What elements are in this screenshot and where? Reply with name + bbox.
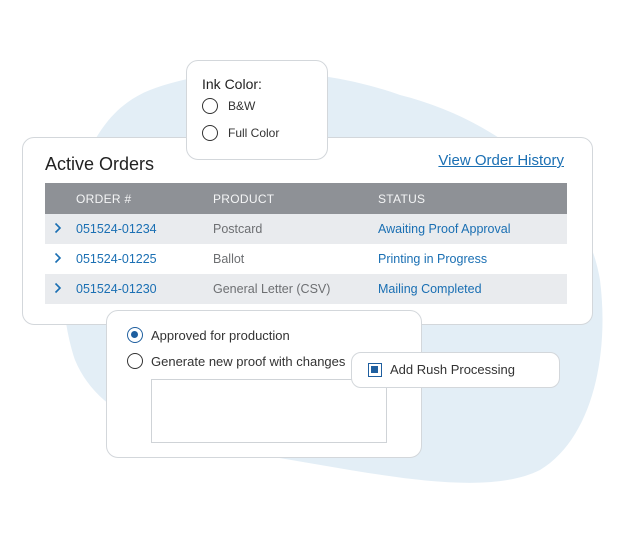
ink-color-title: Ink Color: bbox=[202, 76, 262, 92]
rush-processing-option[interactable]: Add Rush Processing bbox=[368, 362, 515, 377]
status-link[interactable]: Printing in Progress bbox=[378, 252, 488, 266]
table-row[interactable]: 051524-01225 Ballot Printing in Progress bbox=[45, 244, 567, 274]
ink-bw-option[interactable]: B&W bbox=[202, 98, 255, 114]
ink-full-color-option[interactable]: Full Color bbox=[202, 125, 279, 141]
table-header: ORDER # PRODUCT STATUS bbox=[45, 183, 567, 214]
ink-full-color-radio[interactable] bbox=[202, 125, 218, 141]
rush-processing-label: Add Rush Processing bbox=[390, 362, 516, 377]
new-proof-label: Generate new proof with changes bbox=[151, 353, 346, 369]
chevron-right-icon[interactable] bbox=[54, 251, 62, 267]
status-link[interactable]: Awaiting Proof Approval bbox=[378, 222, 511, 236]
ink-full-color-label: Full Color bbox=[228, 126, 280, 140]
orders-table: ORDER # PRODUCT STATUS 051524-01234 Post… bbox=[45, 183, 567, 304]
column-header-order[interactable]: ORDER # bbox=[76, 191, 132, 206]
order-number-link[interactable]: 051524-01230 bbox=[76, 282, 157, 296]
changes-textarea[interactable] bbox=[151, 379, 387, 443]
chevron-right-icon[interactable] bbox=[54, 221, 62, 237]
view-order-history-link[interactable]: View Order History bbox=[438, 152, 564, 169]
order-number-link[interactable]: 051524-01225 bbox=[76, 252, 157, 266]
approved-radio[interactable] bbox=[127, 327, 143, 343]
status-link[interactable]: Mailing Completed bbox=[378, 282, 482, 296]
column-header-product[interactable]: PRODUCT bbox=[213, 191, 275, 206]
product-name: Ballot bbox=[213, 252, 245, 266]
approved-label: Approved for production bbox=[151, 327, 290, 343]
ink-bw-radio[interactable] bbox=[202, 98, 218, 114]
rush-processing-card: Add Rush Processing bbox=[351, 352, 560, 388]
ink-color-popover: Ink Color: B&W Full Color bbox=[186, 60, 328, 160]
rush-processing-checkbox[interactable] bbox=[368, 362, 382, 377]
chevron-right-icon[interactable] bbox=[54, 281, 62, 297]
product-name: General Letter (CSV) bbox=[213, 282, 331, 296]
new-proof-radio[interactable] bbox=[127, 353, 143, 369]
active-orders-title: Active Orders bbox=[45, 154, 155, 174]
approved-option[interactable]: Approved for production bbox=[127, 327, 290, 343]
table-row[interactable]: 051524-01230 General Letter (CSV) Mailin… bbox=[45, 274, 567, 304]
column-header-status[interactable]: STATUS bbox=[378, 191, 426, 206]
product-name: Postcard bbox=[213, 222, 263, 236]
new-proof-option[interactable]: Generate new proof with changes bbox=[127, 353, 345, 369]
order-number-link[interactable]: 051524-01234 bbox=[76, 222, 157, 236]
table-row[interactable]: 051524-01234 Postcard Awaiting Proof App… bbox=[45, 214, 567, 244]
ink-bw-label: B&W bbox=[228, 99, 256, 113]
active-orders-card: Active Orders View Order History ORDER #… bbox=[22, 137, 593, 325]
